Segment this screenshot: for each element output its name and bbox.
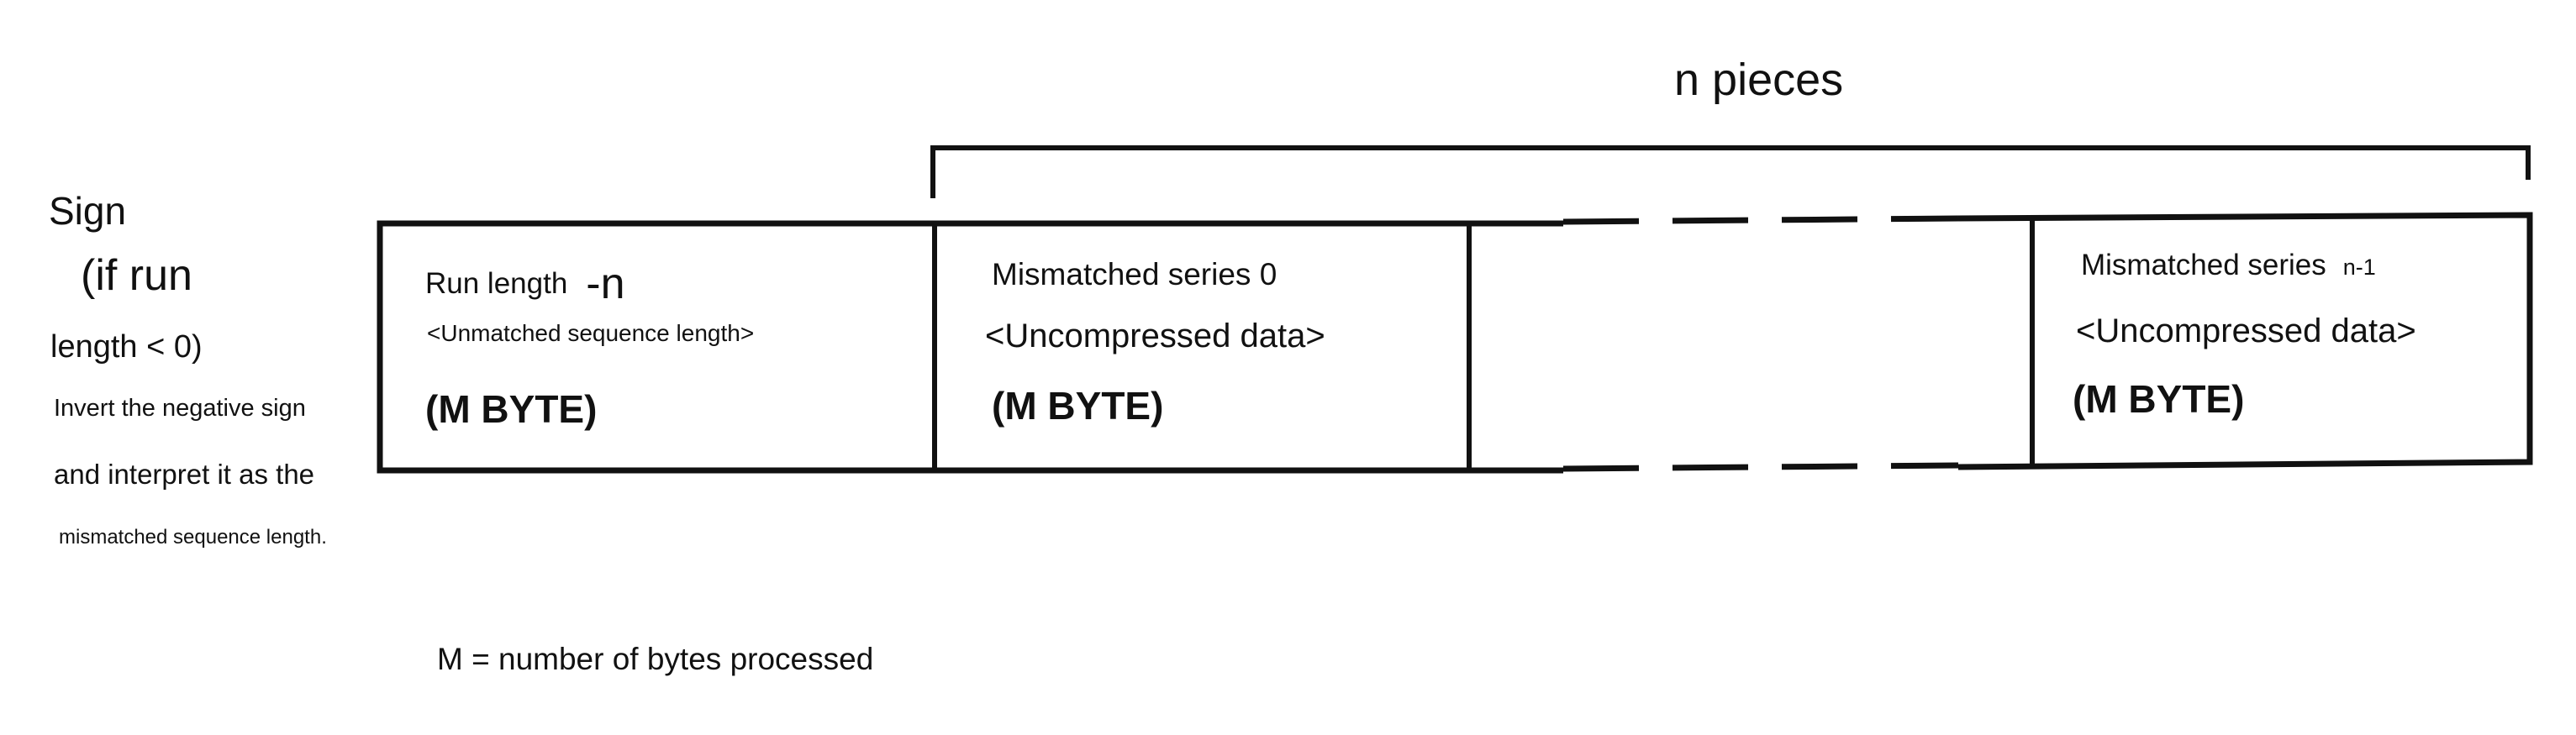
run-length-title: Run length -n (425, 257, 625, 306)
dashed-top (1562, 215, 1959, 225)
run-length-value: -n (586, 260, 625, 308)
series-n-1-title: Mismatched series n-1 (2081, 250, 2376, 280)
sign-note-line-3: length < 0) (50, 329, 203, 365)
sign-note-line-2: (if run (81, 251, 192, 300)
run-length-subtitle: <Unmatched sequence length> (427, 320, 755, 346)
n-pieces-brace (930, 145, 2531, 198)
series-0-title: Mismatched series 0 (992, 257, 1277, 291)
run-length-label: Run length (425, 267, 568, 300)
series-n-1-size: (M BYTE) (2073, 377, 2245, 421)
record-border-left (377, 220, 1563, 474)
sign-note-line-6: mismatched sequence length. (59, 526, 327, 549)
footnote: M = number of bytes processed (437, 642, 874, 676)
dashed-bottom (1562, 462, 1959, 472)
series-n-1-label: Mismatched series (2081, 249, 2326, 281)
series-n-1-subtitle: <Uncompressed data> (2076, 312, 2416, 349)
series-0-size: (M BYTE) (992, 384, 1164, 428)
sign-note-line-1: Sign (49, 189, 127, 233)
sign-note-line-5: and interpret it as the (54, 459, 315, 490)
n-pieces-label: n pieces (1674, 55, 1844, 105)
run-length-size: (M BYTE) (425, 387, 598, 431)
sign-note-line-4: Invert the negative sign (54, 395, 306, 422)
record-border-right (1957, 212, 2533, 470)
series-n-1-index: n-1 (2342, 255, 2376, 280)
series-0-subtitle: <Uncompressed data> (985, 318, 1325, 354)
